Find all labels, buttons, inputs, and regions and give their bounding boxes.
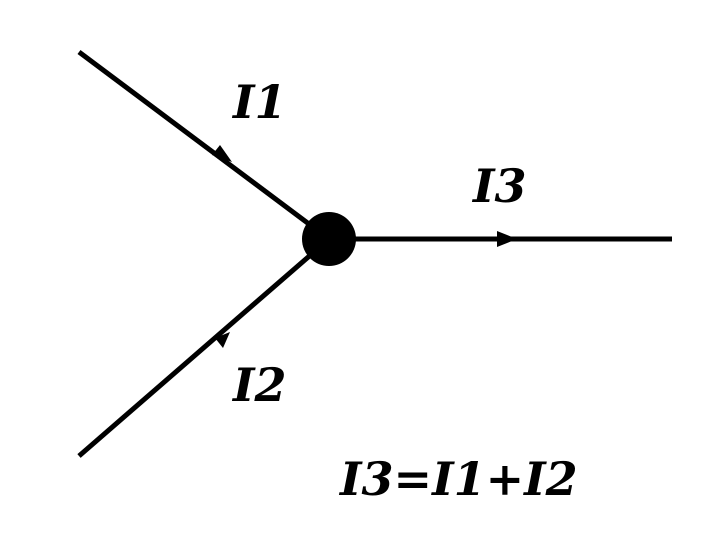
wire-i2: [77, 237, 331, 458]
junction-node: [302, 212, 356, 266]
arrow-i1: [212, 145, 232, 162]
arrow-i3: [497, 231, 517, 247]
label-i3: I3: [471, 159, 527, 213]
label-i2: I2: [231, 358, 287, 412]
equation-label: I3=I1+I2: [338, 452, 578, 506]
label-i1: I1: [231, 75, 287, 129]
arrow-i2: [215, 332, 230, 348]
wire-i1: [77, 49, 331, 242]
